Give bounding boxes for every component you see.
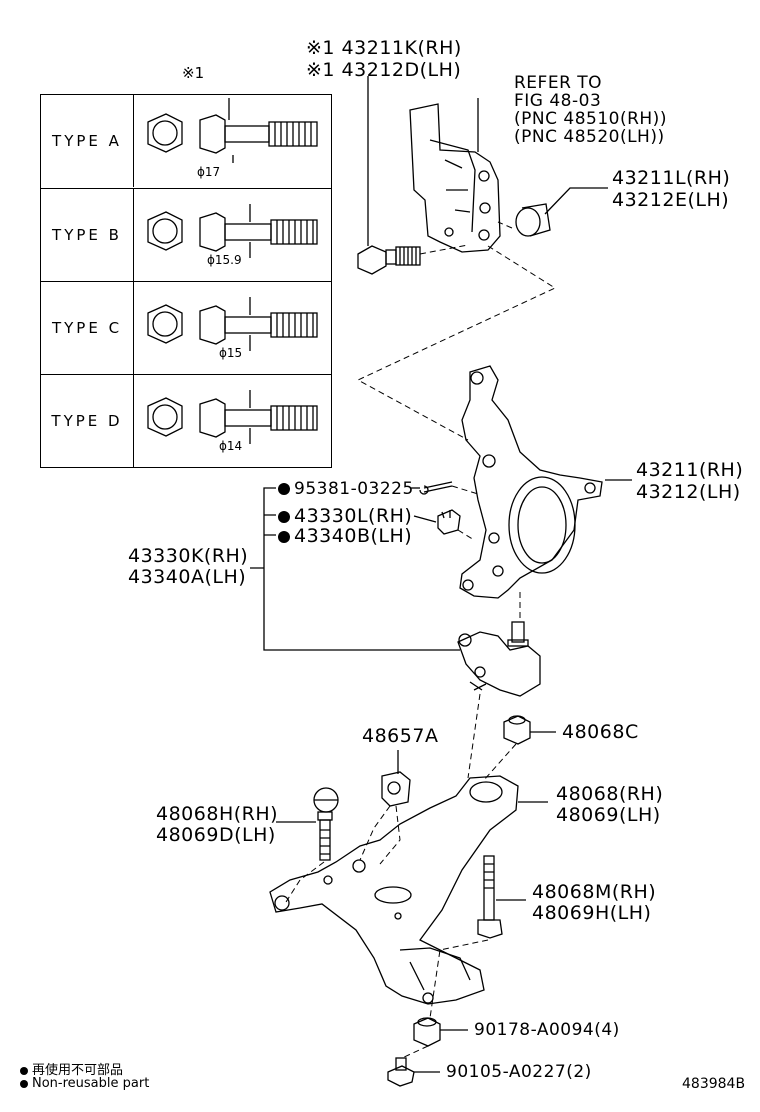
refer-text-3: (PNC 48510(RH)) bbox=[514, 109, 667, 129]
assembly-line-nut bbox=[497, 221, 513, 229]
type-label: TYPE D bbox=[41, 375, 134, 467]
part-label-48068m[interactable]: 48068M(RH) bbox=[532, 881, 657, 903]
table-header-note: ※1 bbox=[182, 64, 205, 82]
part-label-90178[interactable]: 90178-A0094(4) bbox=[474, 1020, 620, 1040]
part-label-43330l[interactable]: 43330L(RH) bbox=[278, 506, 412, 526]
table-row: TYPE C ϕ15 bbox=[41, 281, 331, 374]
table-row: TYPE A ϕ17 bbox=[41, 95, 331, 187]
cotter-pin bbox=[419, 481, 453, 495]
part-label-43211k[interactable]: ※1 43211K(RH) bbox=[306, 37, 462, 59]
legend-text: 再使用不可部品 bbox=[32, 1063, 124, 1078]
assembly-line-castlenut bbox=[457, 529, 475, 541]
part-label-43212[interactable]: 43212(LH) bbox=[636, 481, 741, 503]
assembly-line-bushing bbox=[359, 805, 401, 865]
bolt-type-a-drawing bbox=[147, 98, 318, 163]
castle-nut bbox=[437, 509, 461, 535]
arm-nut bbox=[503, 715, 531, 745]
legend-dot-icon bbox=[20, 1067, 28, 1075]
strut-nut-leader bbox=[544, 187, 608, 215]
part-label-43340a[interactable]: 43340A(LH) bbox=[128, 566, 247, 588]
bolt-type-b-drawing bbox=[147, 204, 318, 258]
type-label: TYPE A bbox=[41, 95, 134, 187]
legend-line-jp: 再使用不可部品 bbox=[20, 1059, 123, 1078]
ball-joint-bracket bbox=[250, 487, 460, 651]
part-number-text: 43340B(LH) bbox=[294, 525, 413, 547]
rear-arm-bolt bbox=[477, 855, 503, 939]
bolt-type-table: TYPE A ϕ17 TYPE B ϕ15.9 TYPE C ϕ15 TYPE … bbox=[40, 94, 332, 468]
small-bolt bbox=[387, 1057, 415, 1087]
strut-bracket bbox=[409, 103, 501, 253]
table-row: TYPE B ϕ15.9 bbox=[41, 188, 331, 281]
figure-id: 483984B bbox=[682, 1076, 746, 1092]
assembly-line-pin bbox=[451, 485, 479, 495]
part-label-48069h[interactable]: 48069H(LH) bbox=[532, 902, 652, 924]
diameter-label: ϕ15.9 bbox=[207, 253, 242, 267]
strut-bolt bbox=[357, 245, 421, 275]
steering-knuckle bbox=[459, 365, 603, 599]
part-label-48068[interactable]: 48068(RH) bbox=[556, 783, 664, 805]
part-label-48069d[interactable]: 48069D(LH) bbox=[156, 824, 276, 846]
assembly-line-armnut bbox=[483, 743, 517, 781]
part-label-43211[interactable]: 43211(RH) bbox=[636, 459, 744, 481]
castle-nut-leader bbox=[413, 515, 437, 523]
stabilizer-bushing bbox=[381, 771, 411, 807]
assembly-line-balljoint bbox=[467, 693, 481, 779]
part-label-90105[interactable]: 90105-A0227(2) bbox=[446, 1062, 592, 1082]
bolt-type-d-drawing bbox=[147, 390, 318, 444]
non-reusable-dot-icon bbox=[278, 531, 290, 543]
non-reusable-dot-icon bbox=[278, 511, 290, 523]
diameter-label: ϕ14 bbox=[219, 439, 243, 453]
part-number-text: 43330L(RH) bbox=[294, 505, 413, 527]
part-label-95381[interactable]: 95381-03225 bbox=[278, 479, 414, 499]
legend-line-en: Non-reusable part bbox=[20, 1076, 149, 1091]
refer-text-1: REFER TO bbox=[514, 73, 603, 93]
bolt-type-c-drawing bbox=[147, 297, 318, 351]
legend-text: Non-reusable part bbox=[32, 1076, 150, 1091]
arm-washer-nut bbox=[413, 1017, 441, 1047]
diameter-label: ϕ17 bbox=[197, 165, 221, 179]
refer-text-2[interactable]: FIG 48-03 bbox=[514, 91, 602, 111]
assembly-line-rearbolt bbox=[401, 939, 489, 1059]
assembly-line-strut bbox=[356, 244, 557, 441]
part-label-43211l[interactable]: 43211L(RH) bbox=[612, 167, 731, 189]
type-label: TYPE B bbox=[41, 189, 134, 281]
refer-text-4: (PNC 48520(LH)) bbox=[514, 127, 665, 147]
table-row: TYPE D ϕ14 bbox=[41, 374, 331, 467]
legend-dot-icon bbox=[20, 1080, 28, 1088]
part-label-43212d[interactable]: ※1 43212D(LH) bbox=[306, 59, 462, 81]
part-label-48069[interactable]: 48069(LH) bbox=[556, 804, 661, 826]
part-label-48657a[interactable]: 48657A bbox=[362, 725, 439, 747]
part-label-43330k[interactable]: 43330K(RH) bbox=[128, 545, 249, 567]
type-label: TYPE C bbox=[41, 282, 134, 374]
part-label-48068h[interactable]: 48068H(RH) bbox=[156, 803, 279, 825]
part-label-48068c[interactable]: 48068C bbox=[562, 721, 639, 743]
part-label-43212e[interactable]: 43212E(LH) bbox=[612, 189, 730, 211]
diameter-label: ϕ15 bbox=[219, 346, 243, 360]
non-reusable-dot-icon bbox=[278, 483, 290, 495]
part-label-43340b[interactable]: 43340B(LH) bbox=[278, 526, 412, 546]
part-number-text: 95381-03225 bbox=[294, 479, 414, 499]
ball-joint bbox=[457, 621, 541, 697]
lower-control-arm bbox=[269, 775, 519, 1005]
strut-nut bbox=[515, 203, 551, 237]
assembly-line-frontbolt bbox=[285, 861, 325, 903]
front-arm-bolt bbox=[313, 787, 339, 861]
